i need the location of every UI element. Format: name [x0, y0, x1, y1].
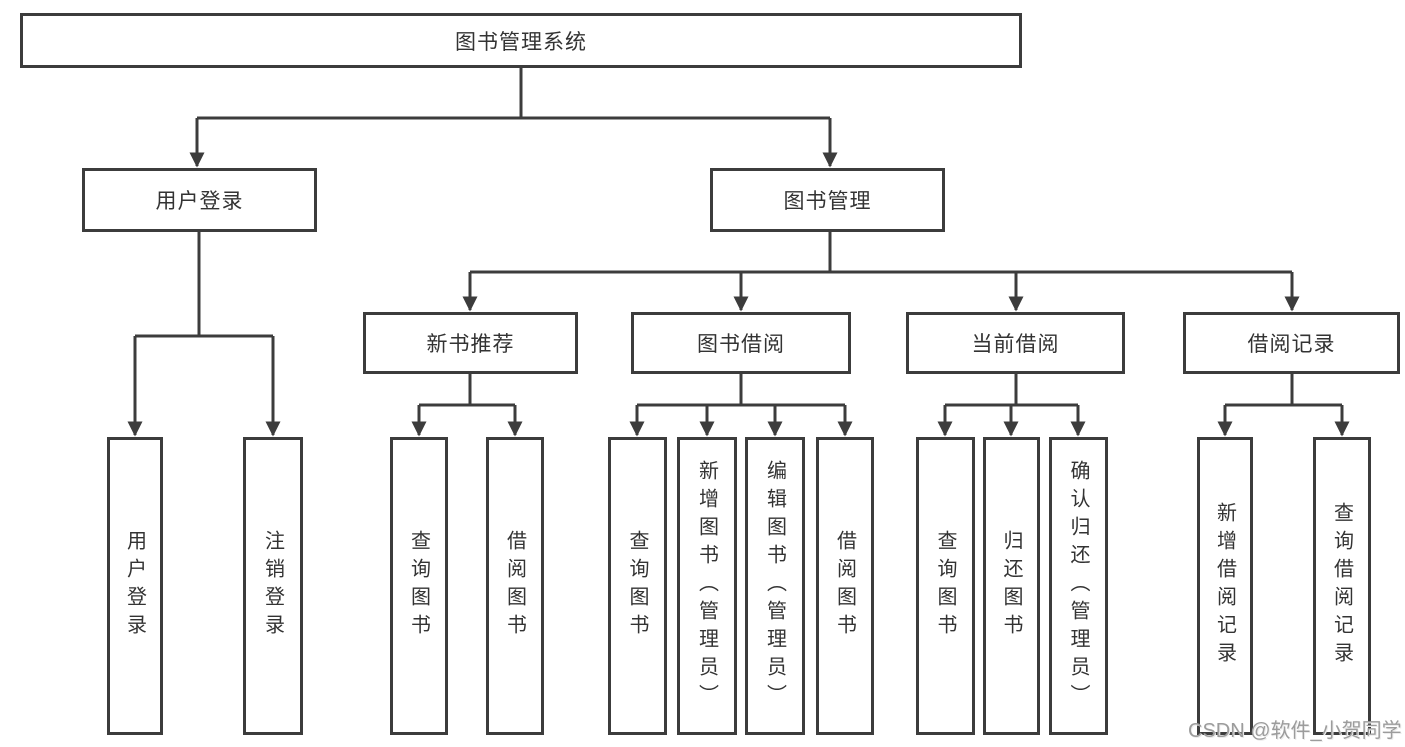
leaf-confirm-return-admin: 确认归还（管理员）	[1049, 437, 1108, 735]
leaf-borrow-books-2-label: 借阅图书	[833, 530, 856, 642]
leaf-return-books-label: 归还图书	[1000, 530, 1022, 642]
node-current-borrow: 当前借阅	[906, 312, 1125, 374]
leaf-user-login: 用户登录	[107, 437, 163, 735]
leaf-borrow-books-1-label: 借阅图书	[503, 530, 526, 642]
node-user-login: 用户登录	[82, 168, 317, 232]
leaf-query-books-2-label: 查询图书	[626, 530, 648, 642]
leaf-borrow-books-2: 借阅图书	[816, 437, 874, 735]
node-library-management-system: 图书管理系统	[20, 13, 1022, 68]
leaf-query-books-1: 查询图书	[390, 437, 448, 735]
leaf-confirm-return-admin-label: 确认归还（管理员）	[1067, 460, 1089, 712]
leaf-borrow-books-1: 借阅图书	[486, 437, 544, 735]
leaf-user-login-label: 用户登录	[123, 530, 146, 642]
node-borrow-records: 借阅记录	[1183, 312, 1400, 374]
leaf-query-books-3-label: 查询图书	[934, 530, 956, 642]
leaf-query-books-3: 查询图书	[916, 437, 975, 735]
leaf-add-borrow-record: 新增借阅记录	[1197, 437, 1253, 735]
watermark: CSDN @软件_小贺同学	[1188, 720, 1402, 742]
leaf-logout-label: 注销登录	[261, 530, 284, 642]
leaf-query-borrow-record-label: 查询借阅记录	[1330, 502, 1353, 670]
leaf-query-books-1-label: 查询图书	[407, 530, 430, 642]
leaf-add-borrow-record-label: 新增借阅记录	[1213, 502, 1236, 670]
leaf-logout: 注销登录	[243, 437, 303, 735]
leaf-add-books-admin: 新增图书（管理员）	[677, 437, 737, 735]
leaf-query-borrow-record: 查询借阅记录	[1313, 437, 1371, 735]
leaf-return-books: 归还图书	[983, 437, 1040, 735]
leaf-edit-books-admin: 编辑图书（管理员）	[745, 437, 805, 735]
node-book-borrow: 图书借阅	[631, 312, 851, 374]
node-new-book-recommend: 新书推荐	[363, 312, 578, 374]
leaf-edit-books-admin-label: 编辑图书（管理员）	[763, 460, 786, 712]
leaf-add-books-admin-label: 新增图书（管理员）	[695, 460, 718, 712]
node-book-management: 图书管理	[710, 168, 945, 232]
leaf-query-books-2: 查询图书	[608, 437, 667, 735]
